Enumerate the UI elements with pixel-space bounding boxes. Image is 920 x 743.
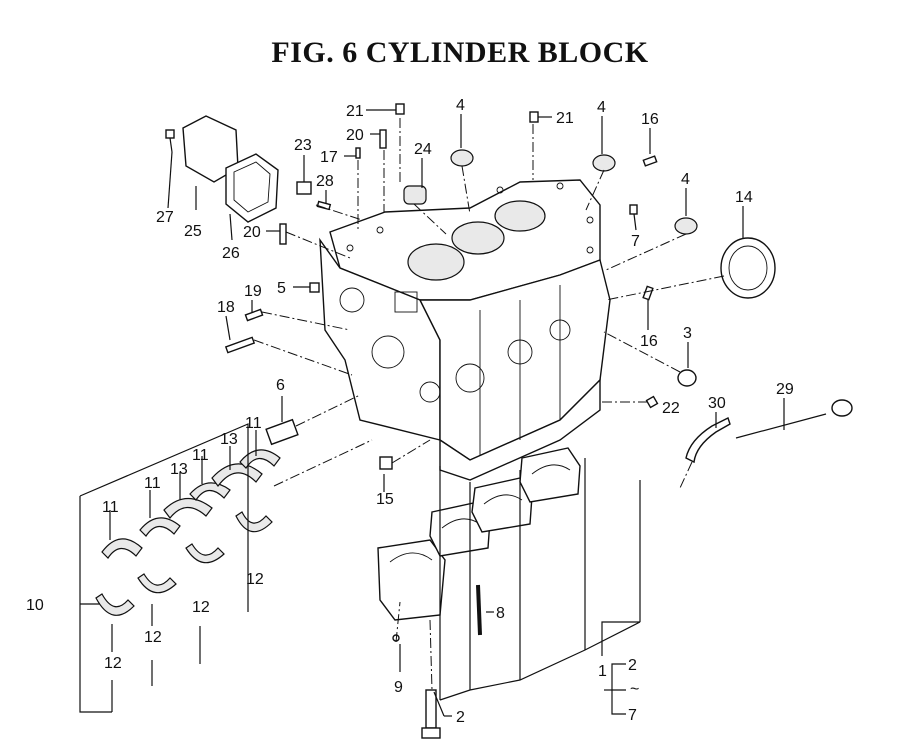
small-parts [165,103,853,739]
callout-11c: 11 [144,475,161,492]
callout-3: 3 [683,325,692,342]
bearing-shells [95,449,281,616]
callout-7b: 7 [628,707,637,724]
callout-16b: 16 [640,333,658,350]
callout-6: 6 [276,377,285,394]
callout-4a: 4 [456,97,465,114]
callout-4b: 4 [597,99,606,116]
main-bearing-caps [377,447,581,621]
callout-12c: 12 [144,629,162,646]
callout-18: 18 [217,299,235,316]
callout-27: 27 [156,209,174,226]
callout-13a: 13 [220,431,238,448]
callout-20a: 20 [346,127,364,144]
callout-12b: 12 [192,599,210,616]
callout-12d: 12 [104,655,122,672]
callout-9: 9 [394,679,403,696]
cylinder-block [319,179,611,481]
callout-22: 22 [662,400,680,417]
callout-14: 14 [735,189,753,206]
callout-12a: 12 [246,571,264,588]
callout-11b: 11 [192,447,209,464]
figure-title: FIG. 6 CYLINDER BLOCK [271,36,649,69]
callout-23: 23 [294,137,312,154]
callout-28: 28 [316,173,334,190]
leader-lines [79,109,785,717]
callout-4c: 4 [681,171,690,188]
callout-30: 30 [708,395,726,412]
callout-20b: 20 [243,224,261,241]
callout-21a: 21 [346,103,364,120]
callout-25: 25 [184,223,202,240]
callout-11a: 11 [245,415,262,432]
callout-29: 29 [776,381,794,398]
callout-1: 1 [598,663,607,680]
callout-16a: 16 [641,111,659,128]
callout-7a: 7 [631,233,640,250]
callout-19: 19 [244,283,262,300]
callout-26: 26 [222,245,240,262]
callout-range-tilde: ~ [630,681,639,698]
callout-2a: 2 [628,657,637,674]
center-lines [253,118,725,691]
callout-8: 8 [496,605,505,622]
callout-21b: 21 [556,110,574,127]
callout-labels: 21 21 4 4 4 16 16 20 20 23 17 24 28 14 7… [26,97,794,726]
callout-10: 10 [26,597,44,614]
callout-15: 15 [376,491,394,508]
callout-11d: 11 [102,499,119,516]
callout-2b: 2 [456,709,465,726]
callout-13b: 13 [170,461,188,478]
callout-5: 5 [277,280,286,297]
callout-17: 17 [320,149,338,166]
callout-24: 24 [414,141,432,158]
